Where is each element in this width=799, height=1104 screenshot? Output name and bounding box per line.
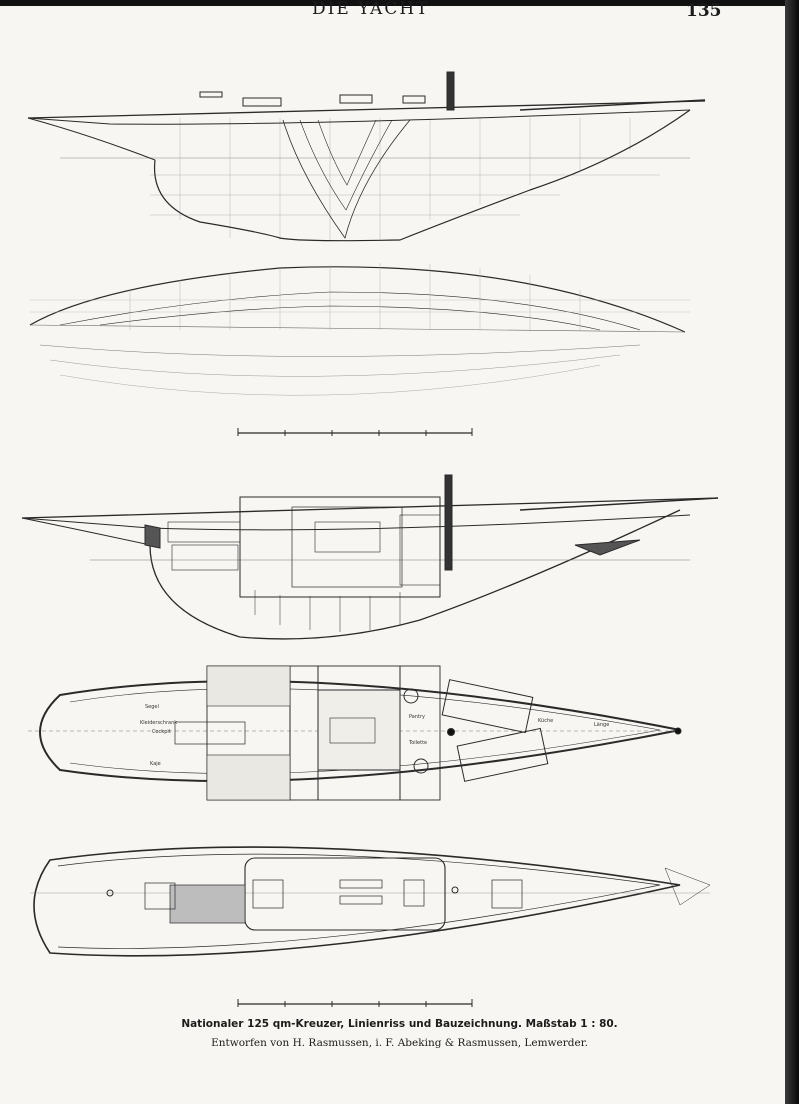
scan-edge-top: [0, 0, 799, 6]
deck-plan-drawing: [30, 846, 711, 957]
figure-caption-credit: Entworfen von H. Rasmussen, i. F. Abekin…: [211, 1037, 588, 1049]
caption-scale-text: Maßstab 1 : 80.: [525, 1018, 618, 1030]
scan-edge-right: [785, 0, 799, 1104]
construction-profile-drawing: [21, 474, 719, 640]
lines-profile-drawing: [27, 71, 706, 242]
plan-label-toilette: Toilette: [408, 740, 427, 746]
plan-label-cockpit: Cockpit: [152, 729, 171, 735]
running-header-title: DIE YACHT: [312, 0, 430, 19]
plan-label-laenge: Länge: [594, 722, 609, 728]
plan-label-kleiderschrank: Kleiderschrank: [140, 720, 177, 726]
scale-bar-bottom: [237, 999, 473, 1007]
accommodation-plan-drawing: [28, 665, 682, 801]
scale-bar-top: [237, 428, 473, 436]
plan-label-kueche: Küche: [538, 718, 553, 724]
figure-caption-title: Nationaler 125 qm-Kreuzer, Linienriss un…: [0, 1018, 799, 1030]
page-number: 135: [686, 1, 722, 21]
plan-label-segel: Segel: [145, 704, 159, 710]
plan-label-kaje: Kaje: [150, 761, 161, 767]
lines-halfbreadth-drawing: [29, 263, 690, 396]
caption-title-text: Nationaler 125 qm-Kreuzer, Linienriss un…: [181, 1018, 522, 1030]
plan-label-pantry: Pantry: [409, 714, 425, 720]
